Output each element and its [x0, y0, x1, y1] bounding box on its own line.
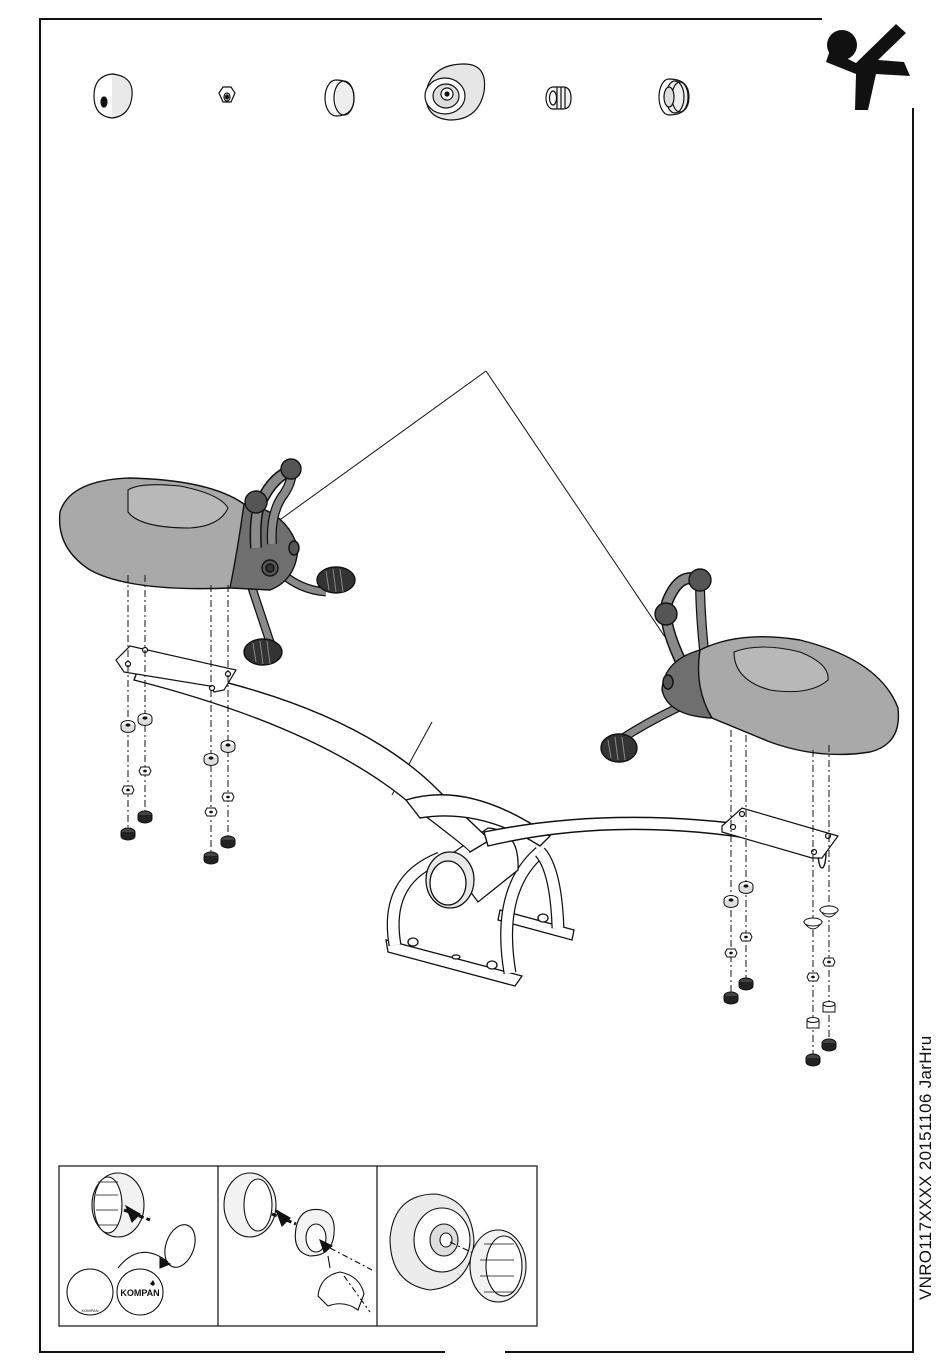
detail-panels: KOMPAN KOMPAN [59, 1166, 537, 1326]
round-cap-icon [325, 80, 354, 116]
kompan-wordmark: KOMPAN [120, 1288, 159, 1298]
kompan-logo-icon [826, 24, 910, 110]
dome-cover-icon [425, 64, 485, 120]
left-footrest-icon [317, 567, 355, 593]
right-mount-plate [722, 808, 838, 858]
right-seat [601, 569, 898, 762]
parts-row [94, 64, 689, 120]
right-footrest-icon [601, 734, 637, 762]
dome-washer-icon [820, 906, 838, 917]
bushing-icon [807, 1002, 835, 1029]
left-fasteners [121, 714, 235, 865]
right-fasteners [724, 882, 838, 1067]
document-code: VNRO117XXXX 20151106 JarHru [916, 1035, 936, 1300]
washer-disc-icon [94, 74, 132, 118]
dome-washer-icon [804, 918, 822, 929]
logo-mark-small: KOMPAN [81, 1308, 98, 1313]
ribbed-sleeve-icon [546, 87, 571, 109]
left-footrest-icon [244, 639, 282, 665]
ribbed-cap-icon [659, 79, 689, 115]
left-seat [60, 459, 355, 665]
hex-nut-icon [219, 87, 235, 102]
